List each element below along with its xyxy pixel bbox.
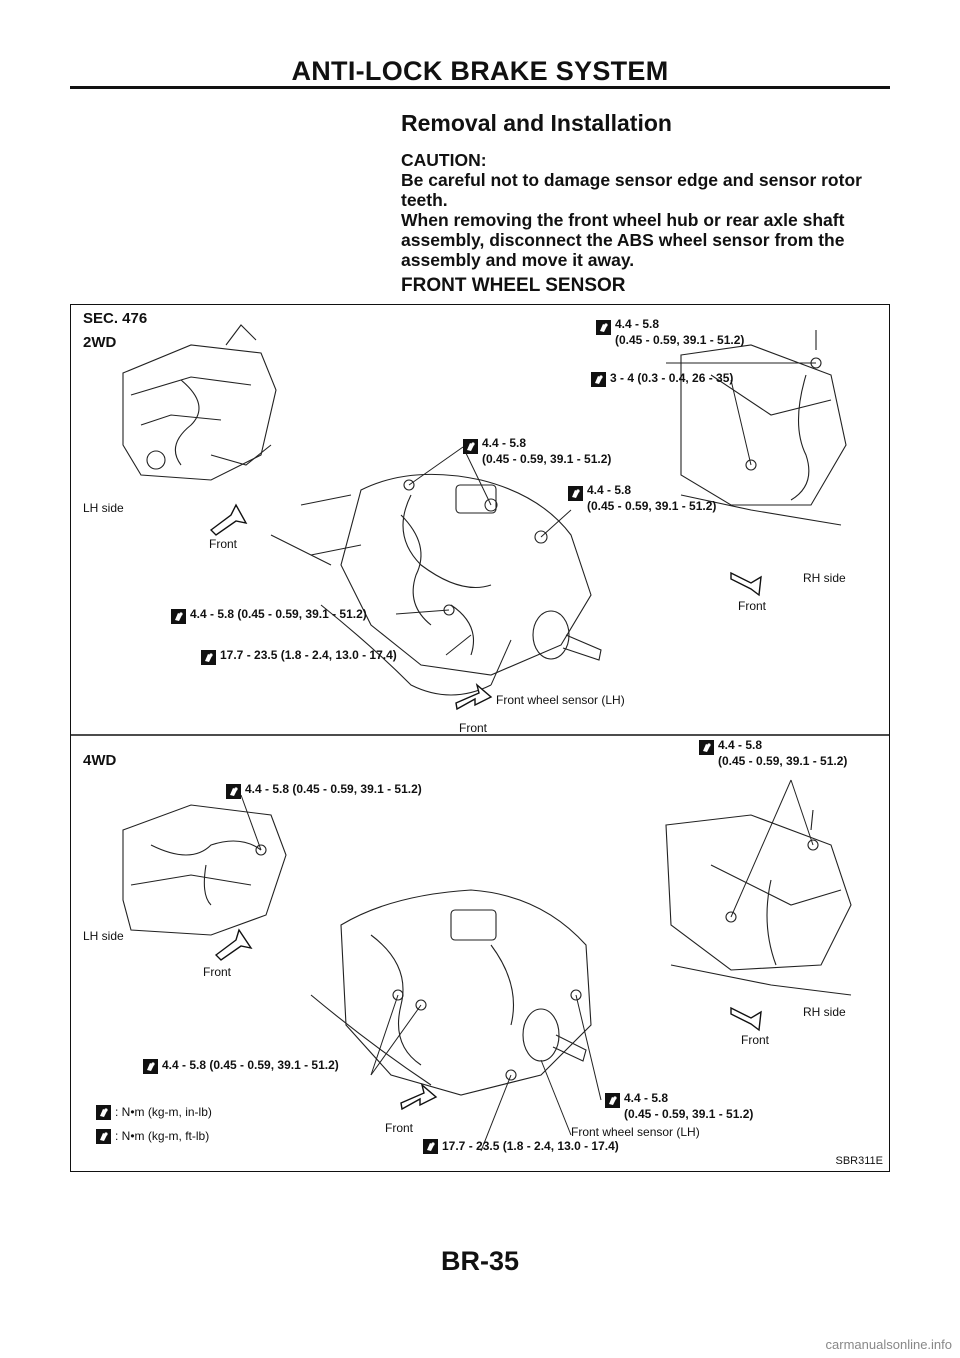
caution-label: CAUTION: bbox=[401, 150, 487, 170]
caution-line: Be careful not to damage sensor edge and… bbox=[401, 170, 862, 190]
torque-spec-2wd-1-detail: (0.45 - 0.59, 39.1 - 51.2) bbox=[615, 333, 745, 347]
torque-spec-2wd-6: 17.7 - 23.5 (1.8 - 2.4, 13.0 - 17.4) bbox=[220, 648, 397, 662]
sensor-figure: SEC. 476 2WD 4.4 - 5.8 (0.45 - 0.59, 39.… bbox=[70, 304, 890, 1172]
torque-spec-2wd-3-detail: (0.45 - 0.59, 39.1 - 51.2) bbox=[482, 452, 612, 466]
front-label-2wd-center: Front bbox=[459, 721, 488, 735]
4wd-label: 4WD bbox=[83, 752, 117, 769]
caution-line: assembly, disconnect the ABS wheel senso… bbox=[401, 230, 845, 250]
torque-spec-4wd-2-detail: (0.45 - 0.59, 39.1 - 51.2) bbox=[718, 754, 848, 768]
torque-spec-2wd-2: 3 - 4 (0.3 - 0.4, 26 - 35) bbox=[610, 371, 734, 385]
watermark: carmanualsonline.info bbox=[825, 1337, 952, 1352]
front-label-4wd-rh: Front bbox=[741, 1033, 770, 1047]
torque-spec-4wd-4-detail: (0.45 - 0.59, 39.1 - 51.2) bbox=[624, 1107, 754, 1121]
section-title: Removal and Installation bbox=[401, 110, 672, 136]
torque-spec-4wd-2: 4.4 - 5.8 bbox=[718, 738, 763, 752]
torque-spec-4wd-1: 4.4 - 5.8 (0.45 - 0.59, 39.1 - 51.2) bbox=[245, 782, 422, 796]
caution-line: teeth. bbox=[401, 190, 448, 210]
2wd-label: 2WD bbox=[83, 334, 117, 351]
caution-line: assembly and move it away. bbox=[401, 250, 635, 270]
front-label-2wd-rh: Front bbox=[738, 599, 767, 613]
caution-line: When removing the front wheel hub or rea… bbox=[401, 210, 845, 230]
rh-side-label-2wd: RH side bbox=[803, 571, 846, 585]
caution-block: CAUTION: Be careful not to damage sensor… bbox=[401, 150, 891, 270]
lh-side-label-4wd: LH side bbox=[83, 929, 124, 943]
torque-spec-4wd-5: 17.7 - 23.5 (1.8 - 2.4, 13.0 - 17.4) bbox=[442, 1139, 619, 1153]
torque-spec-4wd-3: 4.4 - 5.8 (0.45 - 0.59, 39.1 - 51.2) bbox=[162, 1058, 339, 1072]
sensor-label-2wd: Front wheel sensor (LH) bbox=[496, 693, 625, 707]
front-label-4wd-center: Front bbox=[385, 1121, 414, 1135]
torque-spec-2wd-1: 4.4 - 5.8 bbox=[615, 317, 660, 331]
page-header-title: ANTI-LOCK BRAKE SYSTEM bbox=[291, 56, 669, 86]
torque-spec-2wd-5: 4.4 - 5.8 (0.45 - 0.59, 39.1 - 51.2) bbox=[190, 607, 367, 621]
torque-spec-2wd-4: 4.4 - 5.8 bbox=[587, 483, 632, 497]
lh-side-label-2wd: LH side bbox=[83, 501, 124, 515]
figure-reference-code: SBR311E bbox=[835, 1155, 884, 1167]
rh-side-label-4wd: RH side bbox=[803, 1005, 846, 1019]
sensor-label-4wd: Front wheel sensor (LH) bbox=[571, 1125, 700, 1139]
subsection-title: FRONT WHEEL SENSOR bbox=[401, 275, 626, 296]
front-label-4wd-lh: Front bbox=[203, 965, 232, 979]
torque-spec-4wd-4: 4.4 - 5.8 bbox=[624, 1091, 669, 1105]
legend-in-lb: : N•m (kg-m, in-lb) bbox=[115, 1105, 212, 1119]
header-rule bbox=[70, 86, 890, 89]
figure-section-number: SEC. 476 bbox=[83, 310, 148, 327]
torque-spec-2wd-4-detail: (0.45 - 0.59, 39.1 - 51.2) bbox=[587, 499, 717, 513]
front-label-2wd-lh: Front bbox=[209, 537, 238, 551]
figure-drawing bbox=[71, 320, 889, 1154]
torque-spec-2wd-3: 4.4 - 5.8 bbox=[482, 436, 527, 450]
legend-ft-lb: : N•m (kg-m, ft-lb) bbox=[115, 1129, 210, 1143]
page-number: BR-35 bbox=[440, 1246, 520, 1276]
